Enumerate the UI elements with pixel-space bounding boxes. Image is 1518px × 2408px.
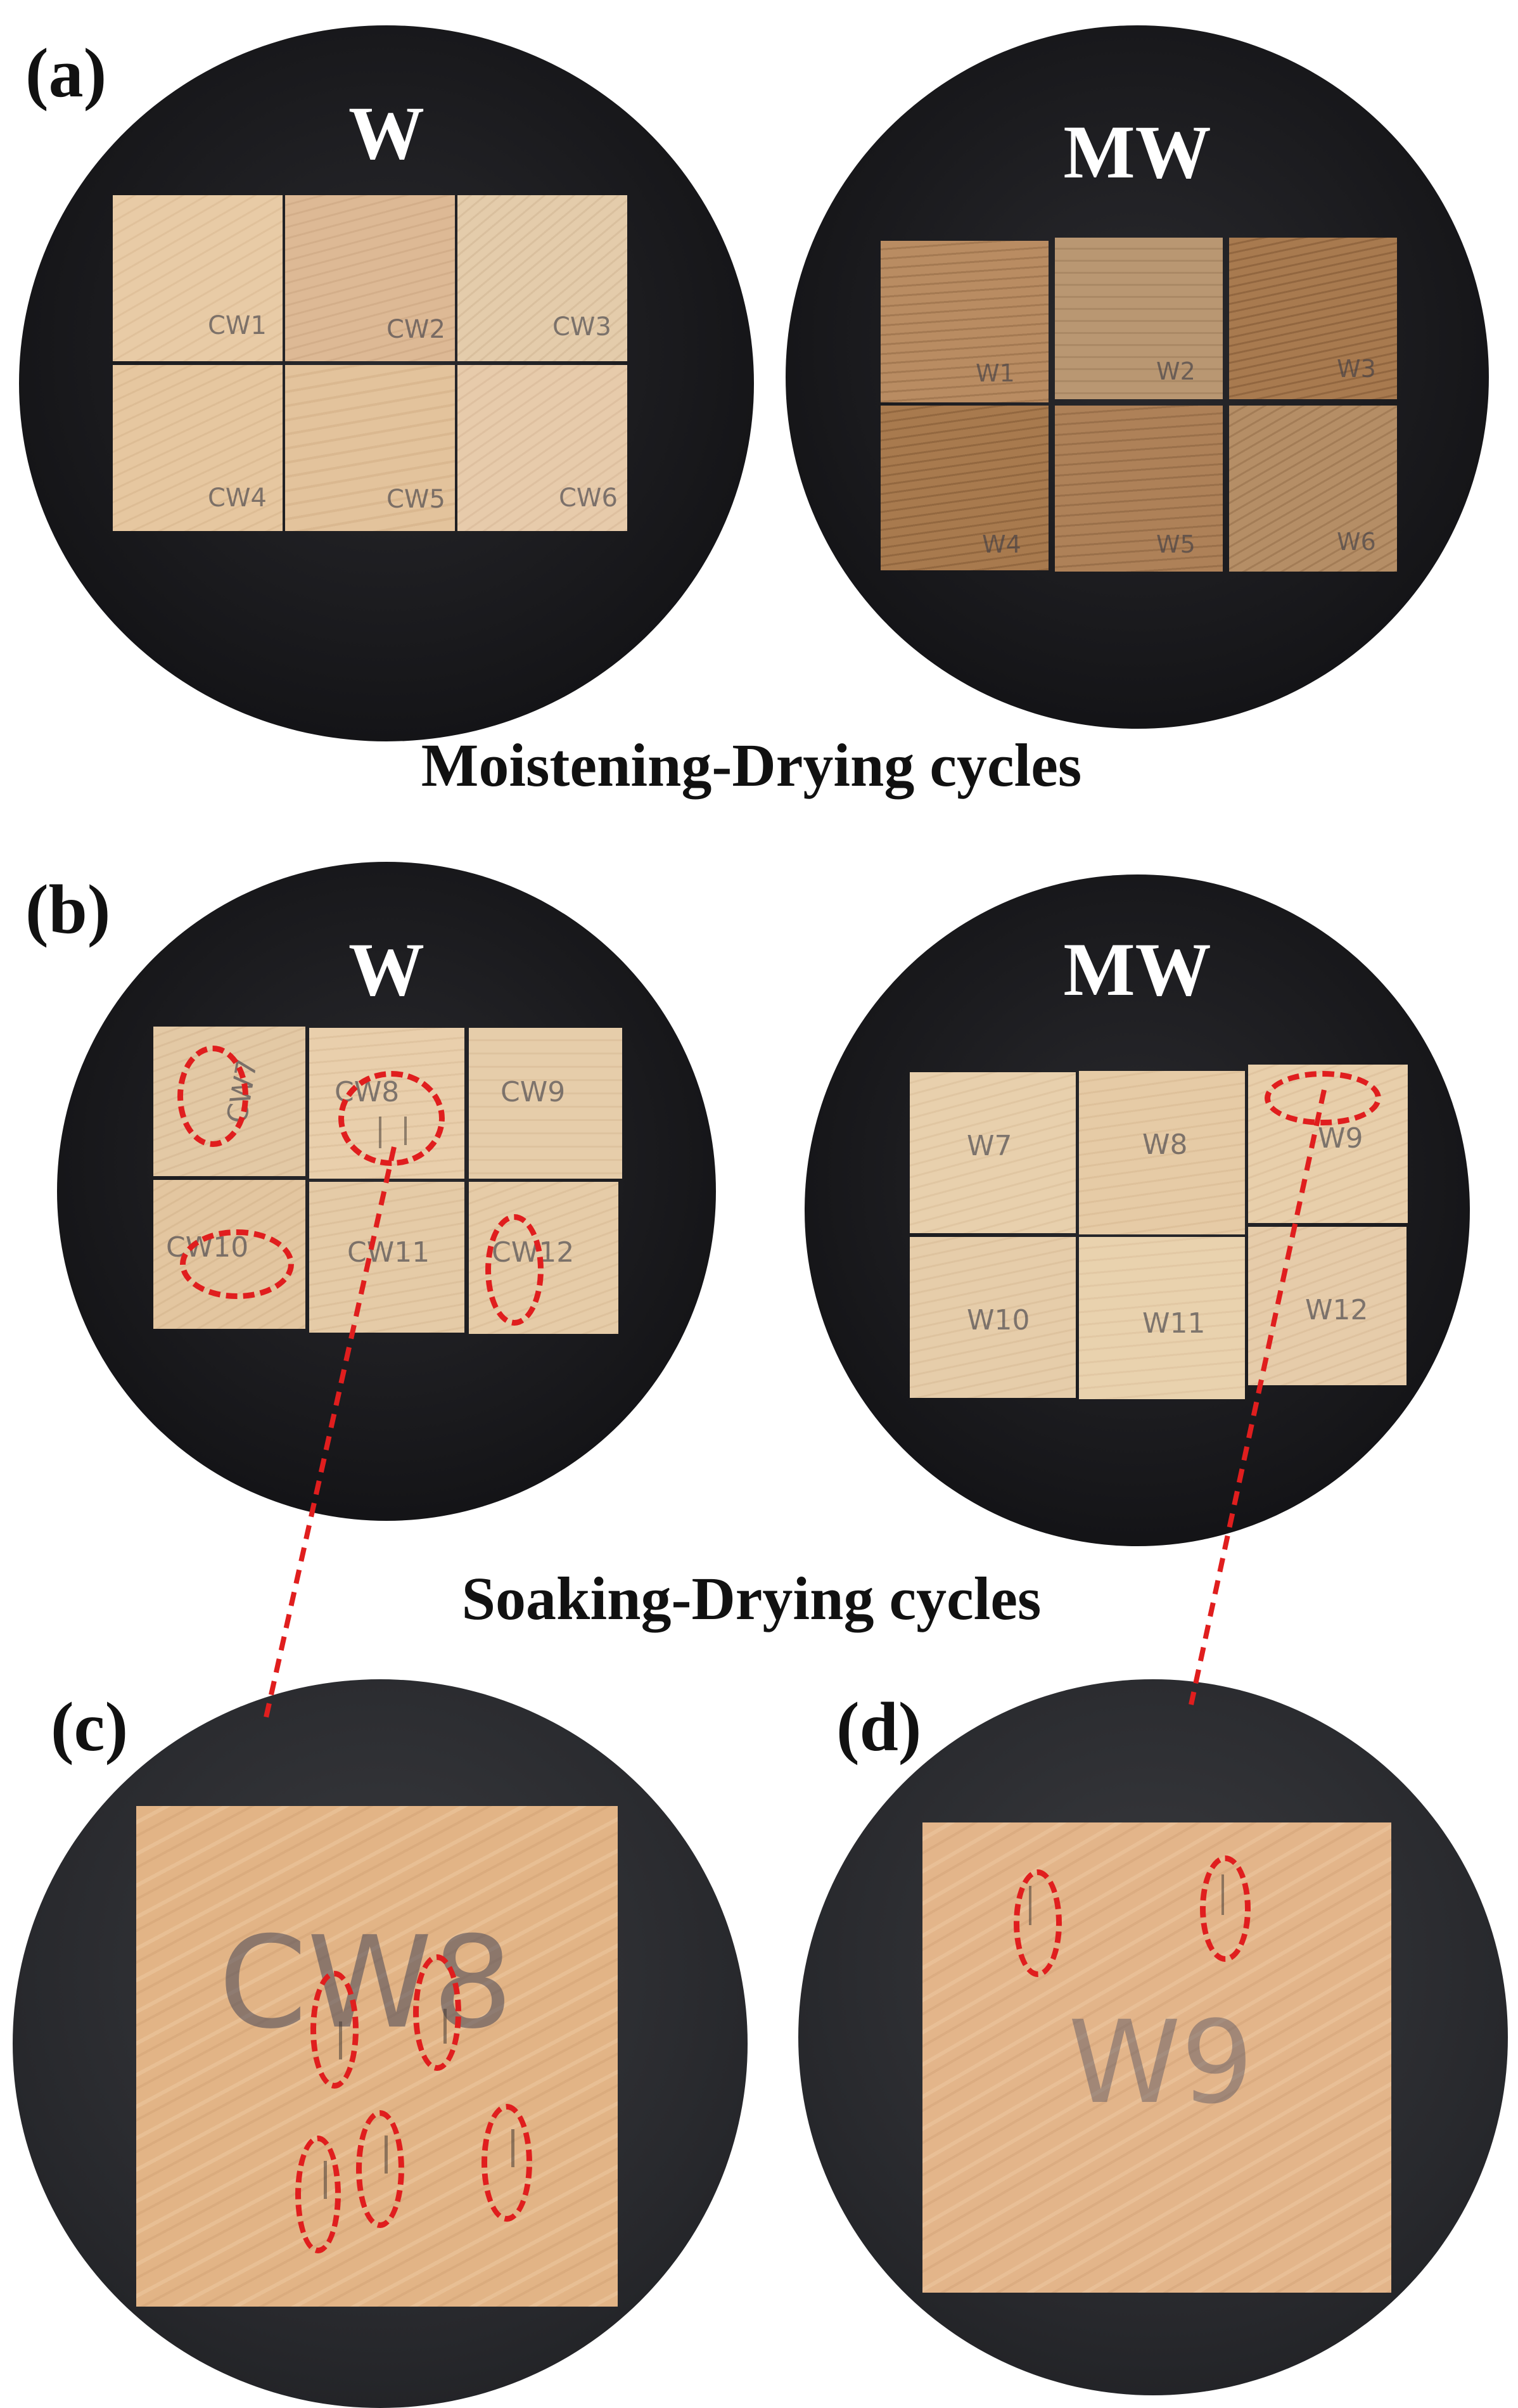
closeup-specimen-label: W9 bbox=[1068, 1997, 1254, 2129]
panel-b-w-photo: W CW7 CW8 CW9 CW10 CW11 CW12 bbox=[57, 862, 716, 1521]
specimen-label: CW2 bbox=[386, 315, 445, 344]
specimen-block: W3 bbox=[1229, 238, 1397, 399]
specimen-block: CW6 bbox=[457, 365, 627, 531]
specimen-label: W3 bbox=[1337, 355, 1376, 383]
specimen-block: W5 bbox=[1055, 406, 1223, 572]
specimen-label: W4 bbox=[982, 530, 1021, 558]
specimen-label: W6 bbox=[1337, 528, 1376, 556]
crack-highlight-ellipse bbox=[356, 2110, 404, 2228]
specimen-block: CW2 bbox=[285, 195, 455, 361]
panel-b-w-title: W bbox=[348, 927, 424, 1011]
specimen-label: CW1 bbox=[208, 311, 267, 340]
crack-highlight-ellipse bbox=[338, 1071, 445, 1166]
specimen-label: CW6 bbox=[559, 484, 618, 513]
panel-a-w-photo: W CW1 CW2 CW3 CW4 CW5 CW6 bbox=[19, 25, 754, 741]
specimen-block: W6 bbox=[1229, 406, 1397, 572]
specimen-label: CW5 bbox=[386, 485, 445, 514]
crack-highlight-ellipse bbox=[1014, 1869, 1062, 1977]
crack-highlight-ellipse bbox=[1265, 1071, 1381, 1125]
panel-a-mw-title: MW bbox=[1063, 110, 1211, 194]
crack-highlight-ellipse bbox=[482, 2104, 532, 2222]
specimen-block: CW1 bbox=[113, 195, 283, 361]
specimen-block: W2 bbox=[1055, 238, 1223, 399]
specimen-block: CW3 bbox=[457, 195, 627, 361]
specimen-label: W9 bbox=[1318, 1122, 1363, 1155]
specimen-label: W11 bbox=[1142, 1307, 1206, 1340]
specimen-label: W7 bbox=[967, 1130, 1012, 1162]
crack-highlight-ellipse bbox=[1200, 1855, 1251, 1962]
panel-label-a: (a) bbox=[25, 34, 107, 112]
specimen-label: W8 bbox=[1142, 1129, 1188, 1161]
specimen-block: W12 bbox=[1248, 1227, 1406, 1385]
specimen-block: W4 bbox=[881, 406, 1049, 570]
closeup-block-w9: W9 bbox=[922, 1822, 1391, 2293]
panel-label-c: (c) bbox=[51, 1688, 129, 1765]
crack-highlight-ellipse bbox=[413, 1954, 461, 2071]
specimen-block: W8 bbox=[1079, 1071, 1245, 1234]
panel-b-mw-title: MW bbox=[1063, 927, 1211, 1011]
panel-c-closeup-photo: CW8 bbox=[13, 1679, 748, 2408]
specimen-label: W2 bbox=[1156, 357, 1196, 385]
panel-b-mw-photo: MW W7 W8 W9 W10 W11 W12 bbox=[805, 874, 1470, 1546]
panel-label-b: (b) bbox=[25, 871, 111, 948]
specimen-label: CW9 bbox=[501, 1076, 566, 1108]
crack-highlight-ellipse bbox=[295, 2136, 341, 2253]
specimen-block: CW12 bbox=[469, 1182, 618, 1334]
specimen-label: W5 bbox=[1156, 530, 1196, 558]
specimen-label: W10 bbox=[967, 1304, 1030, 1336]
specimen-label: CW3 bbox=[552, 312, 611, 342]
specimen-block: W1 bbox=[881, 241, 1049, 402]
caption-moistening-drying: Moistening-Drying cycles bbox=[421, 731, 1082, 799]
panel-d-closeup-photo: W9 bbox=[798, 1679, 1508, 2395]
specimen-block: W11 bbox=[1079, 1237, 1245, 1399]
specimen-block: CW9 bbox=[469, 1028, 622, 1179]
specimen-label: CW4 bbox=[208, 484, 267, 513]
specimen-label: CW11 bbox=[347, 1236, 430, 1269]
specimen-block: W7 bbox=[910, 1072, 1076, 1233]
closeup-block-cw8: CW8 bbox=[136, 1806, 618, 2307]
panel-label-d: (d) bbox=[836, 1688, 922, 1765]
specimen-label: W12 bbox=[1305, 1294, 1368, 1326]
specimen-label: W1 bbox=[976, 359, 1015, 387]
specimen-block: W10 bbox=[910, 1237, 1076, 1398]
specimen-block: CW5 bbox=[285, 365, 455, 531]
crack-highlight-ellipse bbox=[180, 1229, 294, 1299]
specimen-block: CW4 bbox=[113, 365, 283, 531]
panel-a-mw-photo: MW W1 W2 W3 W4 W5 W6 bbox=[786, 25, 1489, 729]
crack-highlight-ellipse bbox=[177, 1046, 248, 1147]
specimen-block: CW11 bbox=[309, 1182, 464, 1333]
caption-soaking-drying: Soaking-Drying cycles bbox=[461, 1565, 1042, 1632]
crack-highlight-ellipse bbox=[310, 1971, 359, 2089]
crack-highlight-ellipse bbox=[485, 1214, 544, 1326]
closeup-specimen-label: CW8 bbox=[219, 1909, 513, 2057]
panel-a-w-title: W bbox=[348, 91, 424, 175]
